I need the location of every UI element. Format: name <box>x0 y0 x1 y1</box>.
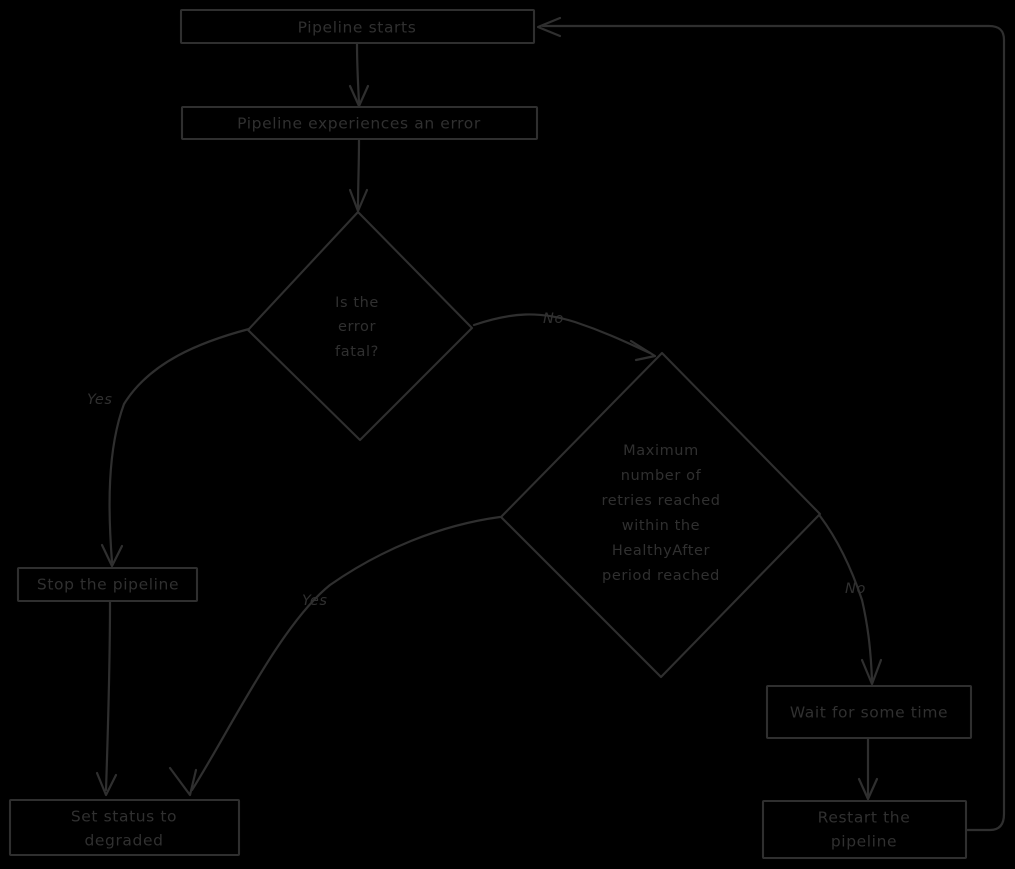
node-label-line-1: Maximum <box>623 443 699 459</box>
edge-retries-no-to-wait <box>818 514 883 686</box>
node-label-line-2: degraded <box>84 832 163 850</box>
node-diamond[interactable] <box>246 210 474 442</box>
edge-line <box>190 515 502 792</box>
node-pipeline-starts[interactable]: Pipeline starts <box>179 8 536 45</box>
arrowhead-icon <box>100 543 124 568</box>
arrowhead-icon <box>168 766 198 797</box>
node-box[interactable] <box>765 684 973 740</box>
arrowhead-icon <box>857 777 879 801</box>
edge-wait-to-restart <box>857 737 879 801</box>
node-box[interactable] <box>16 566 199 603</box>
node-label-line-6: period reached <box>602 568 720 584</box>
edge-retries-yes-to-degraded <box>168 515 502 797</box>
edge-line <box>104 600 112 792</box>
node-pipeline-experiences-error[interactable]: Pipeline experiences an error <box>180 105 539 141</box>
node-max-retries-reached[interactable]: Maximum number of retries reached within… <box>499 351 822 679</box>
node-stop-the-pipeline[interactable]: Stop the pipeline <box>16 566 199 603</box>
node-restart-the-pipeline[interactable]: Restart the pipeline <box>761 799 968 860</box>
edge-start-to-error <box>348 42 370 108</box>
edge-line <box>355 42 361 105</box>
edge-line <box>541 24 1006 832</box>
edge-restart-to-start <box>536 16 1006 832</box>
edge-line <box>818 514 874 682</box>
arrowhead-icon <box>860 658 883 686</box>
node-label-line-2: number of <box>621 468 702 484</box>
node-box[interactable] <box>180 105 539 141</box>
arrowhead-icon <box>629 339 657 362</box>
node-label-line-5: HealthyAfter <box>612 543 710 559</box>
edge-line <box>472 313 652 355</box>
node-set-status-degraded[interactable]: Set status to degraded <box>8 798 241 857</box>
node-label-line-1: Restart the <box>818 809 911 827</box>
edge-fatal-yes-to-stop <box>100 327 251 568</box>
node-label-line-2: error <box>338 319 376 335</box>
edge-line <box>356 138 361 209</box>
node-label-line-2: pipeline <box>831 833 897 851</box>
edge-label-no-fatal: No <box>543 311 564 327</box>
edge-label-yes-retries: Yes <box>302 593 328 609</box>
arrowhead-icon <box>536 16 562 38</box>
node-label-line-3: fatal? <box>335 344 379 360</box>
edge-label-yes-fatal: Yes <box>87 392 113 408</box>
node-box[interactable] <box>8 798 241 857</box>
node-box[interactable] <box>761 799 968 860</box>
node-wait-for-some-time[interactable]: Wait for some time <box>765 684 973 740</box>
node-label: Wait for some time <box>790 704 948 722</box>
node-is-error-fatal[interactable]: Is the error fatal? <box>246 210 474 442</box>
node-label-line-1: Set status to <box>71 808 177 826</box>
edge-error-to-fatal <box>348 138 369 213</box>
node-label: Pipeline experiences an error <box>237 115 481 133</box>
node-label: Pipeline starts <box>298 19 417 37</box>
edge-stop-to-degraded <box>95 600 118 797</box>
node-box[interactable] <box>179 8 536 45</box>
arrowhead-icon <box>95 771 118 797</box>
node-label-line-4: within the <box>622 518 700 534</box>
node-diamond[interactable] <box>499 351 822 679</box>
node-label-line-3: retries reached <box>601 493 720 509</box>
edge-line <box>108 327 251 564</box>
node-label: Stop the pipeline <box>37 576 179 594</box>
node-label-line-1: Is the <box>335 295 379 311</box>
edge-label-no-retries: No <box>845 581 866 597</box>
edge-fatal-no-to-retries <box>472 313 657 362</box>
